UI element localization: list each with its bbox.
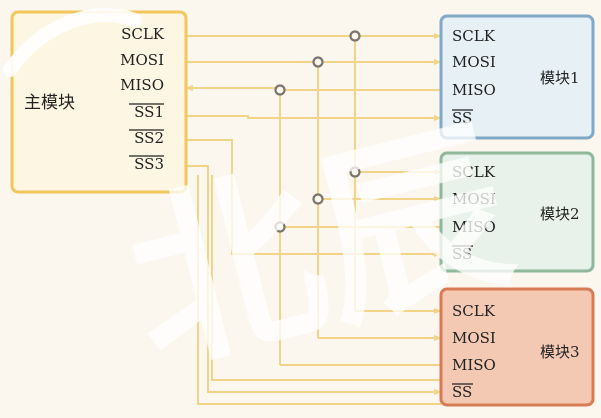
module-1-pin-mosi: MOSI [452, 53, 496, 71]
module-1: SCLK MOSI MISO SS 模块1 [439, 14, 595, 140]
junction-miso-1 [274, 84, 286, 96]
module-3-pin-miso: MISO [452, 356, 496, 374]
module-1-pin-miso: MISO [452, 81, 496, 99]
wire-return-a [211, 175, 441, 381]
module-3-pin-ss: SS [452, 383, 472, 401]
wire-ss2 [186, 139, 442, 257]
junction-nodes [274, 30, 361, 233]
junction-sclk-2 [349, 166, 361, 178]
module-2-box [439, 151, 595, 273]
module-2-pin-ss: SS [452, 245, 472, 263]
module-1-label: 模块1 [540, 69, 580, 87]
wire-return-b [197, 175, 441, 405]
master-pin-ss3: SS3 [134, 155, 164, 173]
module-3-pin-sclk: SCLK [452, 302, 496, 320]
module-2: SCLK MOSI MISO SS 模块2 [439, 151, 595, 273]
module-2-pin-sclk: SCLK [452, 163, 496, 181]
master-pin-miso: MISO [120, 76, 164, 94]
module-1-box [439, 14, 595, 140]
module-1-pin-sclk: SCLK [452, 27, 496, 45]
junction-sclk-1 [349, 30, 361, 42]
module-2-pin-miso: MISO [452, 218, 496, 236]
wire-ss1 [186, 115, 442, 121]
module-2-pin-mosi: MOSI [452, 190, 496, 208]
master-label: 主模块 [24, 93, 75, 113]
master-pin-ss1: SS1 [134, 103, 164, 121]
module-3-label: 模块3 [540, 343, 580, 361]
master-module: 主模块 SCLK MOSI MISO SS1 SS2 SS3 [10, 10, 188, 194]
watermark-arc [3, 8, 142, 77]
module-3: SCLK MOSI MISO SS 模块3 [439, 287, 595, 407]
module-3-box [439, 287, 595, 407]
junction-mosi-2 [312, 193, 324, 205]
master-pin-sclk: SCLK [121, 25, 165, 43]
junction-mosi-1 [312, 56, 324, 68]
wire-ss3 [186, 165, 442, 395]
master-pin-mosi: MOSI [120, 51, 164, 69]
module-1-pin-ss: SS [452, 109, 472, 127]
master-pin-ss2: SS2 [134, 129, 164, 147]
module-3-pin-mosi: MOSI [452, 329, 496, 347]
junction-miso-2 [274, 221, 286, 233]
module-2-label: 模块2 [540, 205, 580, 223]
